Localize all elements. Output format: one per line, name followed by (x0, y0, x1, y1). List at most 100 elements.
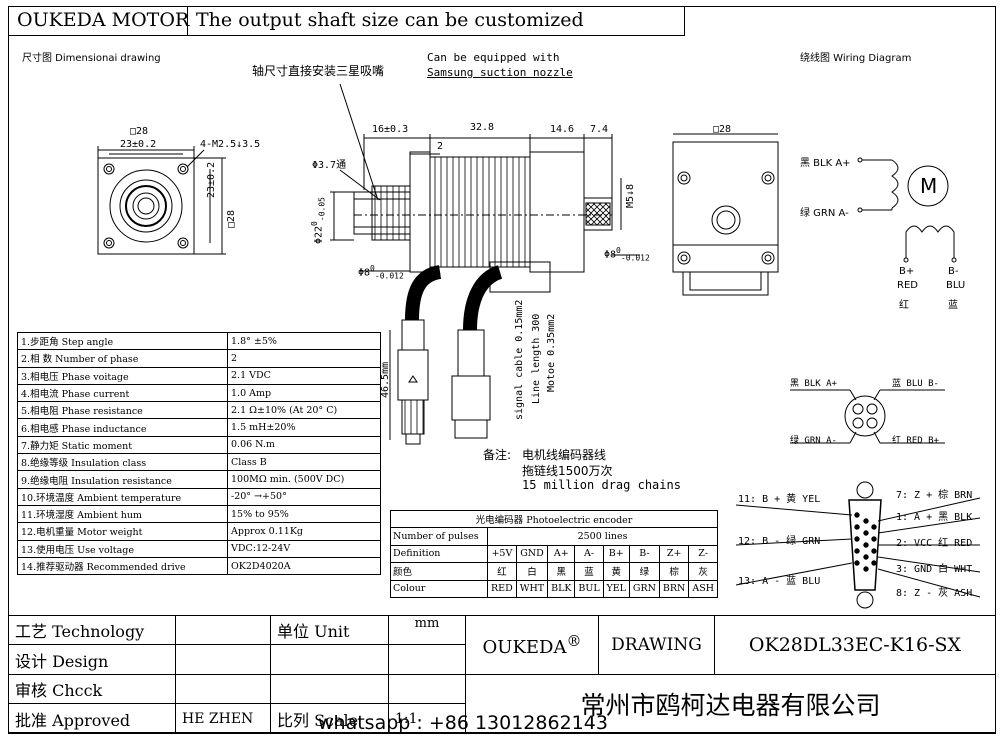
shaft-note-cn: 轴尺寸直接安装三星吸嘴 (252, 64, 385, 78)
tb-blank-1 (270, 644, 389, 675)
tb-company: 常州市鸥柯达电器有限公司 (465, 674, 996, 734)
spec-key: 5.相电阻 Phase resistance (17, 401, 228, 420)
title-block: 工艺 Technology 单位 Unit mm OUKEDA® DRAWING… (8, 615, 996, 734)
tb-blank-4 (388, 674, 466, 704)
encoder-color-cn-cell: 红 (487, 562, 517, 581)
note-line3: 15 million drag chains (522, 478, 681, 492)
spec-value: 0.06 N.m (227, 435, 381, 455)
tb-check: 审核 Chcck (8, 674, 176, 704)
encoder-color-cn-label: 颜色 (389, 562, 489, 581)
rear-view (672, 133, 779, 296)
side-view (330, 83, 640, 445)
spec-value: 1.8° ±5% (227, 331, 381, 351)
conn-grn: 绿 GRN A- (790, 436, 837, 446)
spec-key: 3.相电压 Phase voitage (17, 366, 228, 385)
note-label: 备注: (483, 448, 512, 462)
tb-brand: OUKEDA® (465, 615, 599, 675)
screw-label: 4-M2.5↓3.5 (200, 139, 261, 150)
tb-design: 设计 Design (8, 644, 176, 675)
encoder-color-cn-cell: 白 (515, 562, 549, 581)
encoder-color-en-label: Colour (389, 579, 489, 598)
spec-value: Class B (227, 453, 381, 472)
cable-note-1: signal cable 0.15mm2 (514, 299, 525, 420)
tb-blank-3 (270, 674, 389, 704)
wiring-b-minus: B- (948, 266, 959, 277)
dim-328: 32.8 (470, 122, 495, 133)
slogan-header: The output shaft size can be customized (187, 6, 685, 36)
encoder-def-label: Definition (389, 544, 489, 564)
shaft-note-en2: Samsung suction nozzle (427, 66, 573, 79)
db-pin12: 12: B - 绿 GRN (738, 536, 821, 547)
encoder-color-en-cell: ASH (688, 579, 718, 598)
spec-key: 13.使用电压 Use voltage (17, 539, 228, 558)
conn-red: 红 RED B+ (892, 436, 939, 446)
front-pitch-label: 23±0.2 (120, 139, 157, 150)
db-pin1: 1: A + 黑 BLK (896, 512, 973, 523)
spec-value: OK2D4020A (227, 556, 381, 576)
spec-value: 15% to 95% (227, 504, 381, 524)
wiring-schematic (735, 157, 981, 609)
front-view (97, 146, 226, 255)
tb-approver: HE ZHEN (175, 703, 271, 734)
db-pin2: 2: VCC 红 RED (896, 538, 973, 549)
spec-key: 4.相电流 Phase current (17, 383, 228, 403)
dim-146: 14.6 (550, 124, 575, 135)
dim-phi8a: Φ80-0.012 (358, 264, 404, 281)
spec-key: 14.推荐驱动器 Recommended drive (17, 556, 228, 576)
spec-key: 10.环境温度 Ambient temperature (17, 487, 228, 506)
front-square-label: □28 (130, 126, 149, 137)
rear-square-label: □28 (713, 124, 732, 135)
shaft-note-en1: Can be equipped with (427, 51, 560, 64)
encoder-color-en-cell: BLK (547, 579, 576, 598)
encoder-def-cell: +5V (487, 544, 517, 564)
encoder-title: 光电编码器 Photoelectric encoder (390, 509, 718, 529)
tb-design-value (175, 644, 271, 675)
tb-check-value (175, 674, 271, 704)
spec-row: 10.环境温度 Ambient temperature-20° →+50° (17, 487, 381, 506)
wiring-a-plus: 黑 BLK A+ (800, 158, 851, 169)
spec-key: 9.绝缘电阻 Insulation resistance (17, 470, 228, 489)
conn-blu: 蓝 BLU B- (892, 379, 939, 389)
dim-16: 16±0.3 (372, 124, 409, 135)
spec-key: 11.环境湿度 Ambient hum (17, 504, 228, 524)
db-pin11: 11: B + 黄 YEL (738, 494, 821, 505)
tb-technology-value (175, 615, 271, 645)
encoder-table: 光电编码器 Photoelectric encoder Number of pu… (389, 509, 718, 598)
spec-value: 1.0 Amp (227, 383, 381, 403)
encoder-color-en-cell: WHT (515, 579, 549, 598)
tb-blank-2 (388, 644, 466, 675)
whatsapp-watermark: whatsapp : +86 13012862143 (318, 712, 608, 734)
spec-key: 1.步距角 Step angle (17, 331, 228, 351)
motor-symbol-label: M (920, 174, 938, 198)
wiring-a-minus: 绿 GRN A- (800, 208, 849, 219)
tb-approved: 批准 Approved (8, 703, 176, 734)
spec-value: -20° →+50° (227, 487, 381, 506)
encoder-color-en-cell: RED (487, 579, 517, 598)
conn-blk: 黑 BLK A+ (790, 379, 837, 389)
spec-value: Approx 0.11Kg (227, 522, 381, 541)
note-line2: 拖链线1500万次 (522, 464, 613, 478)
dim-m5: M5↓8 (625, 183, 636, 208)
cable-note-3: Motoe 0.35mm2 (546, 313, 557, 392)
spec-value: 2.1 VDC (227, 366, 381, 385)
wiring-title: 绕线图 Wiring Diagram (800, 53, 912, 64)
wiring-red-cn: 红 (899, 300, 909, 311)
encoder-def-cell: Z+ (658, 544, 690, 564)
encoder-color-en-cell: GRN (628, 579, 660, 598)
db-pin3: 3: GND 白 WHT (896, 564, 973, 575)
tb-technology: 工艺 Technology (8, 615, 176, 645)
note-line1: 电机线编码器线 (522, 448, 607, 462)
encoder-color-en-cell: BUL (574, 579, 604, 598)
spec-value: 100MΩ min. (500V DC) (227, 470, 381, 489)
